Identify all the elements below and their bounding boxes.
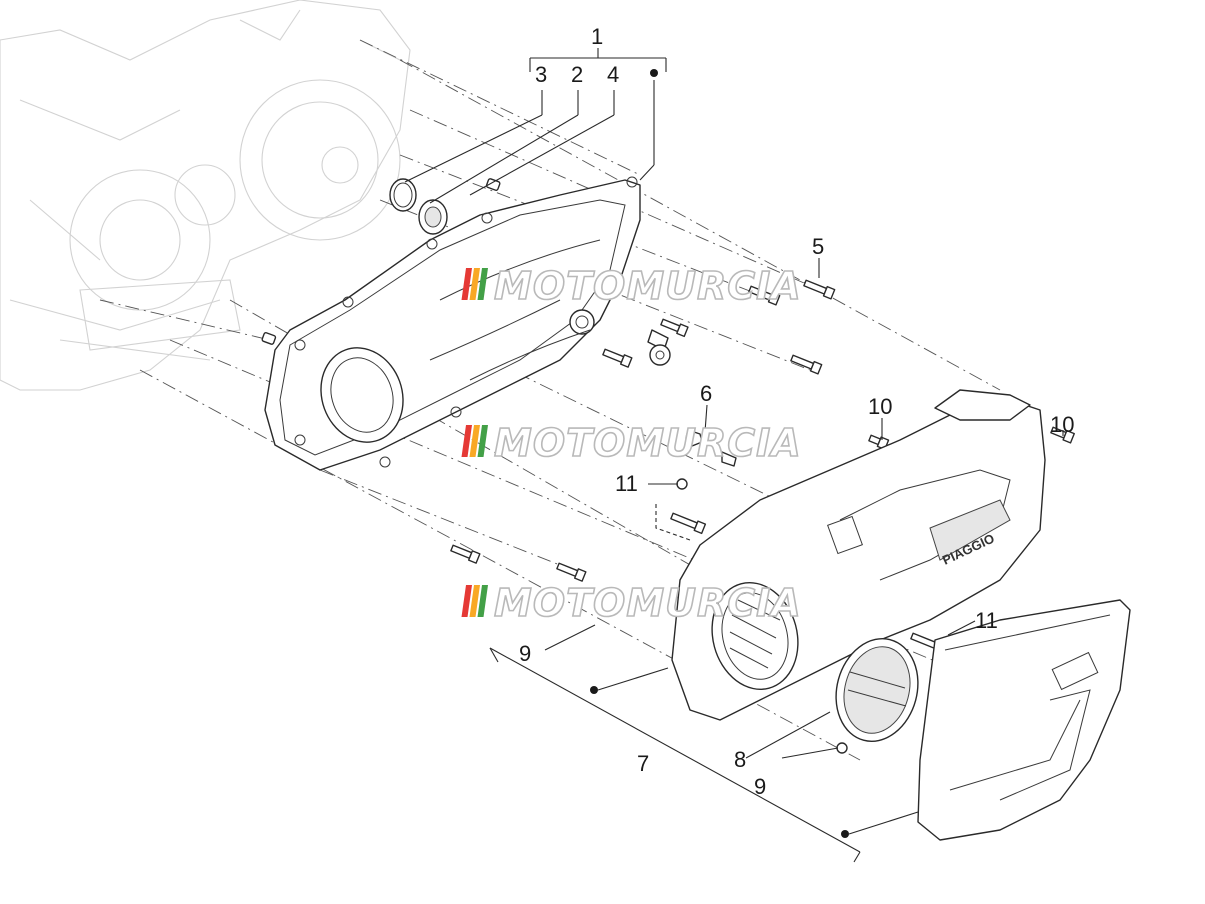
callout-5: 5 — [812, 234, 824, 259]
inner-cover — [264, 176, 641, 471]
callout-8: 8 — [734, 747, 746, 772]
circlip-part — [389, 178, 417, 212]
watermark-text-2: MOTOMURCIA — [494, 421, 802, 465]
outer-cover: PIAGGIO — [671, 389, 1046, 721]
callout-3: 3 — [535, 62, 547, 87]
side-guard — [917, 599, 1131, 841]
callout-10-left: 10 — [868, 394, 892, 419]
callout-9-right: 9 — [754, 774, 766, 799]
watermark-2: MOTOMURCIA — [461, 420, 802, 466]
dowel-pins — [261, 178, 501, 345]
callout-11-left: 11 — [615, 471, 638, 496]
filter-mesh — [835, 638, 919, 742]
callout-11-right: 11 — [975, 608, 998, 633]
watermark-1: MOTOMURCIA — [461, 263, 802, 309]
callout-2: 2 — [571, 62, 583, 87]
callout-10-right: 10 — [1050, 412, 1074, 437]
callout-6: 6 — [700, 381, 712, 406]
watermark-text-1: MOTOMURCIA — [494, 264, 802, 308]
callout-1: 1 — [591, 24, 603, 49]
bearing-part — [418, 199, 448, 235]
watermark-3: MOTOMURCIA — [461, 580, 802, 626]
callout-leaders — [404, 48, 1064, 863]
watermark-text-3: MOTOMURCIA — [494, 581, 802, 625]
callout-9-left: 9 — [519, 641, 531, 666]
callout-labels: 1 3 2 4 5 6 10 10 11 11 9 7 8 9 — [519, 24, 1074, 799]
callout-4: 4 — [607, 62, 619, 87]
callout-7: 7 — [637, 751, 649, 776]
clip-parts — [685, 429, 737, 467]
